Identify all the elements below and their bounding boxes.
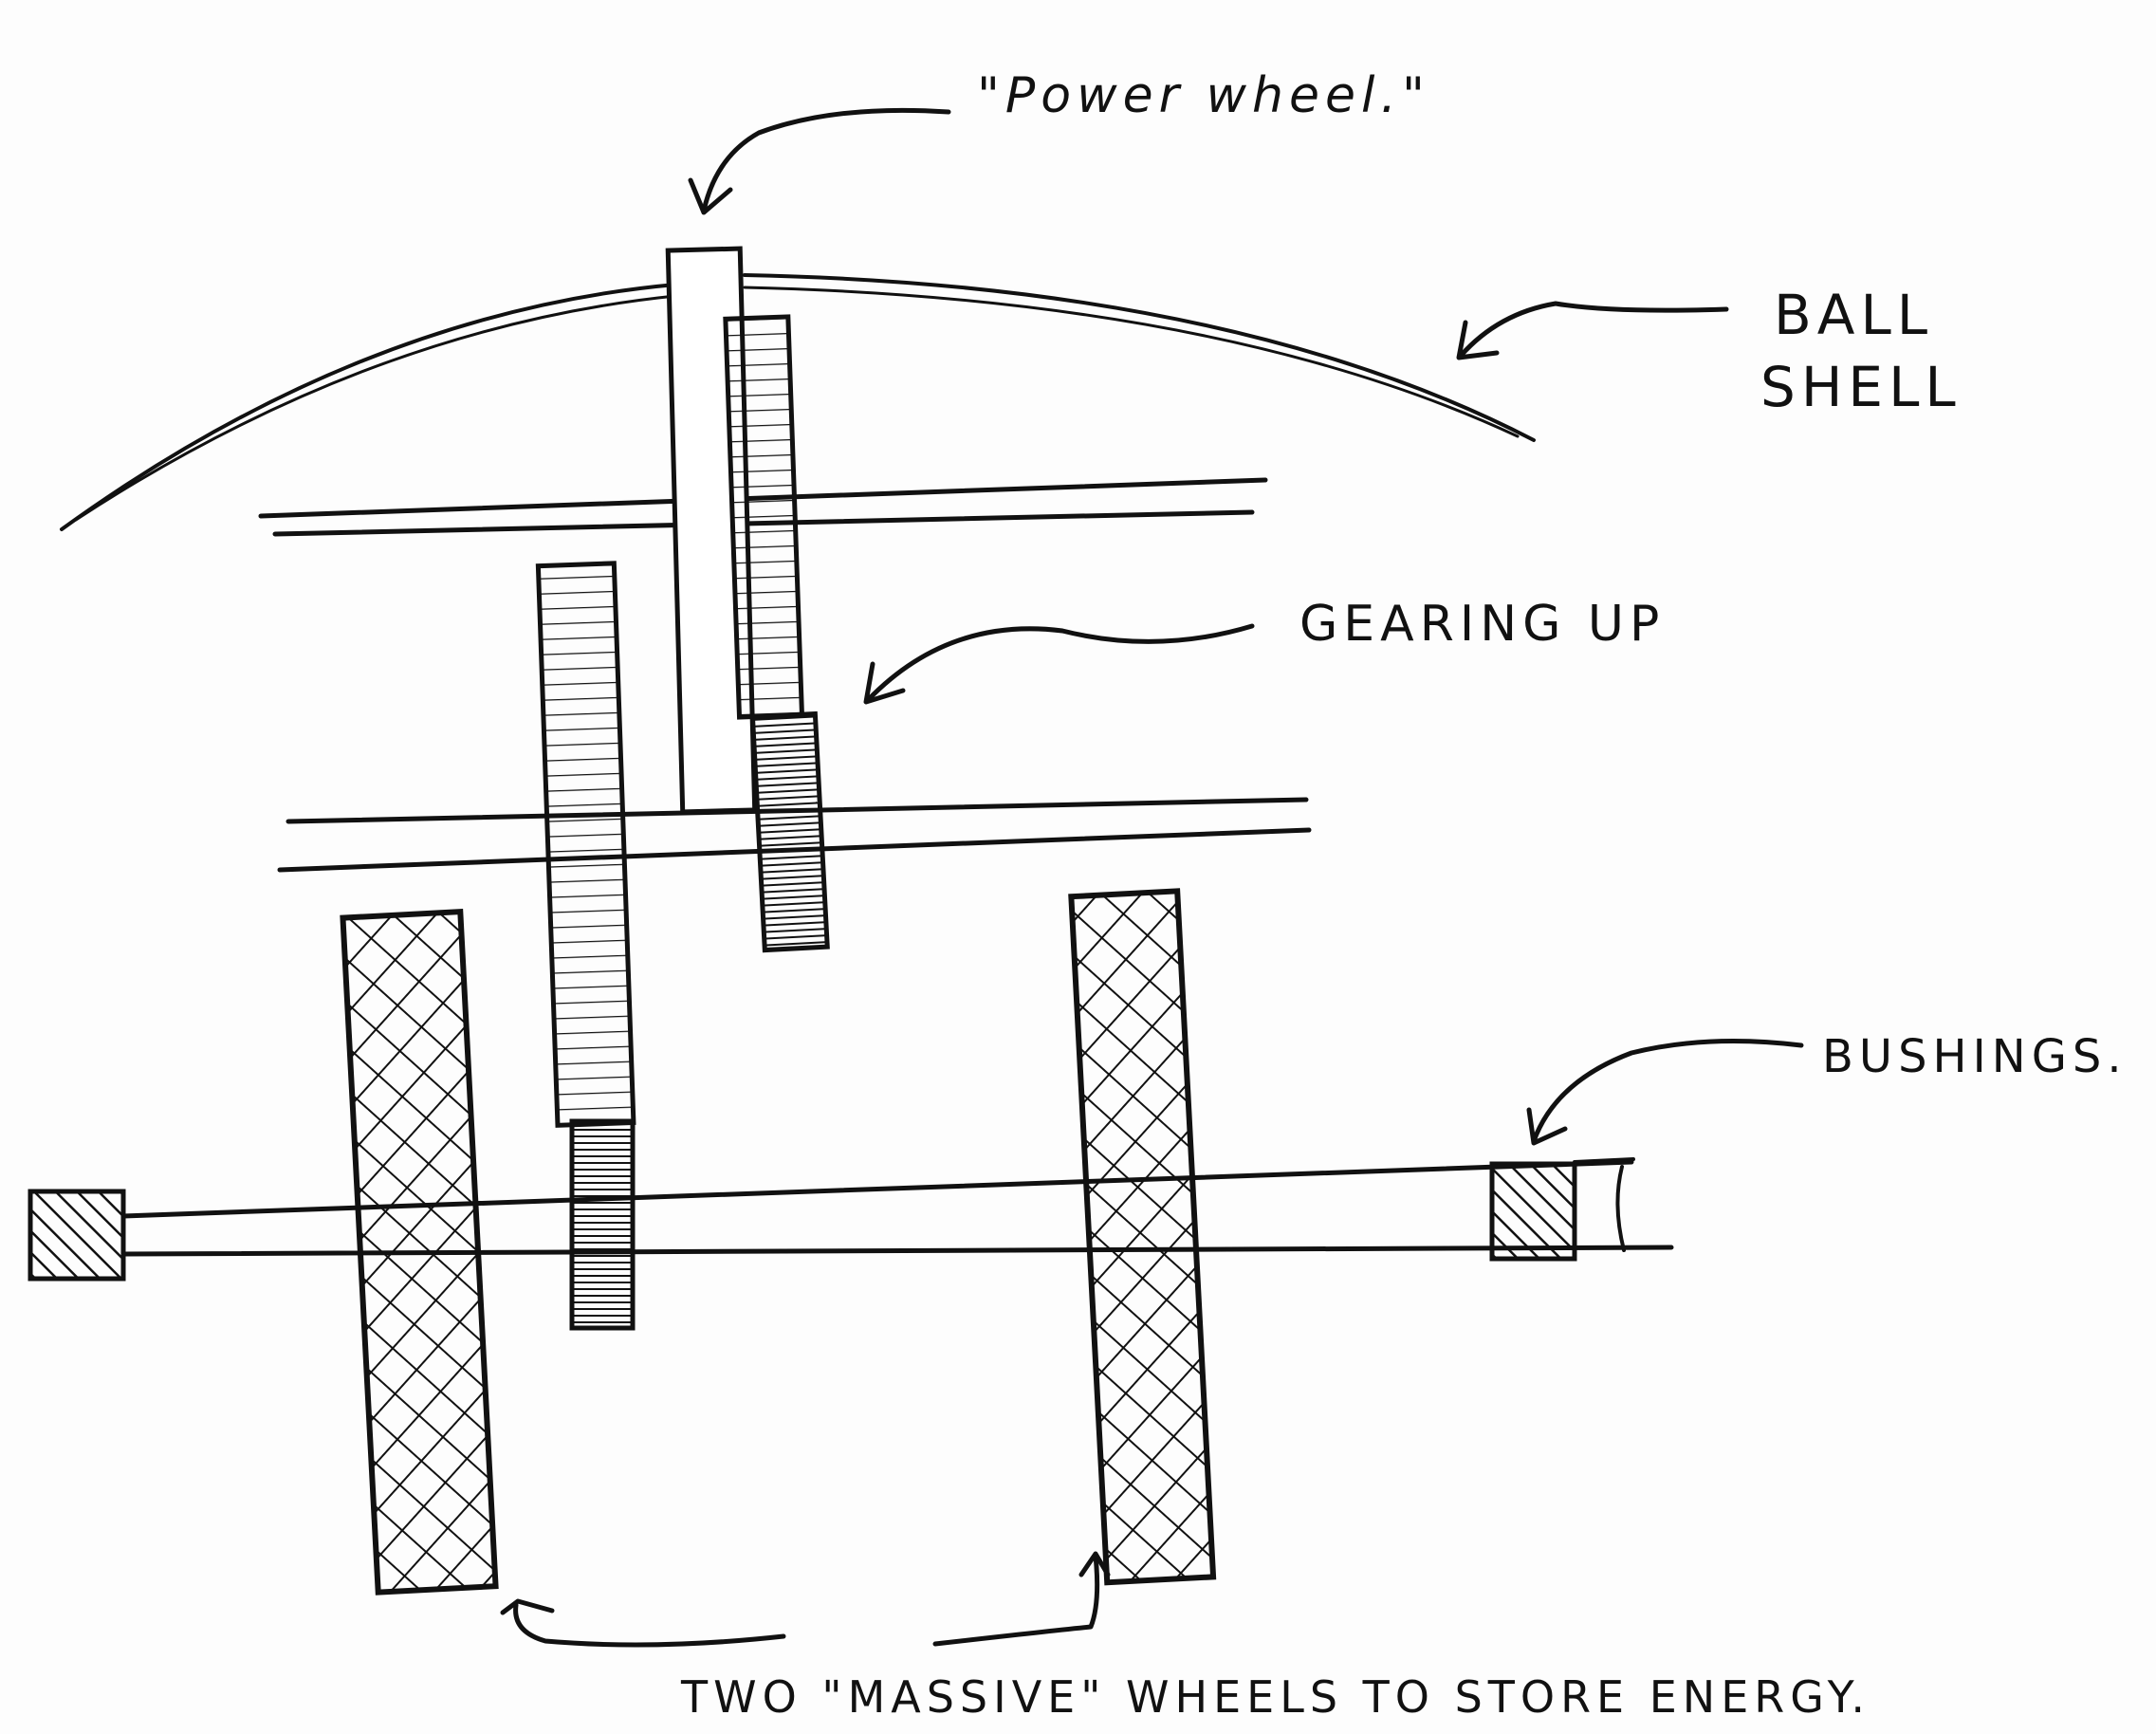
power-wheel-label: "Power wheel." bbox=[977, 67, 1430, 124]
bushing-left bbox=[28, 1189, 126, 1282]
intermediate-gear bbox=[535, 561, 636, 1128]
ball-shell bbox=[60, 273, 1536, 531]
intermediate-pinion bbox=[569, 1118, 636, 1331]
bushings-arrow bbox=[1526, 1039, 1804, 1146]
bushing-right bbox=[1489, 1157, 1635, 1262]
upper-gear bbox=[723, 314, 805, 720]
massive-wheel-right bbox=[1068, 888, 1217, 1586]
ball-shell-label-line2: SHELL bbox=[1760, 355, 1962, 419]
caption-massive-wheels: TWO "MASSIVE" WHEELS TO STORE ENERGY. bbox=[680, 1671, 1870, 1723]
gearing-up-arrow bbox=[863, 623, 1255, 705]
upper-pinion bbox=[749, 710, 830, 953]
power-wheel-arrow bbox=[688, 107, 951, 215]
gearing-up-label: GEARING UP bbox=[1299, 596, 1665, 653]
bushings-label: BUSHINGS. bbox=[1822, 1030, 2128, 1083]
massive-wheel-left bbox=[340, 908, 499, 1596]
massive-wheels-arrow bbox=[500, 1551, 1111, 1648]
ball-shell-arrow bbox=[1456, 301, 1729, 360]
ball-shell-label-line1: BALL bbox=[1774, 283, 1933, 347]
